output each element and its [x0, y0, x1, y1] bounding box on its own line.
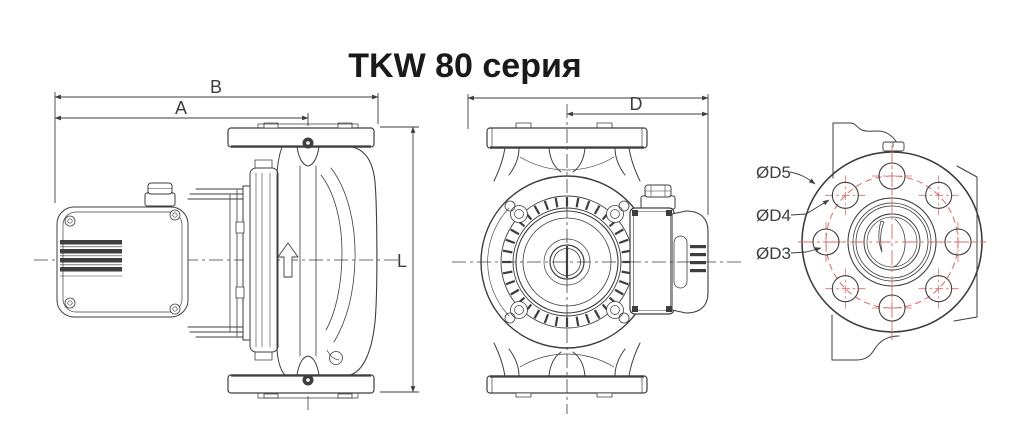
casting-tab	[882, 141, 905, 152]
pump-casing	[276, 146, 378, 376]
dimension-label-b: B	[210, 77, 222, 97]
front-bottom-flange	[486, 375, 648, 398]
bearing-bolts	[504, 200, 630, 324]
dimension-a: A	[54, 98, 309, 126]
drawing-title: TKW 80 серия	[348, 47, 581, 85]
front-view-drawing: D	[452, 94, 744, 414]
side-top-flange	[227, 122, 375, 149]
label-d5: ØD5	[756, 163, 816, 185]
flange-label-d5: ØD5	[756, 163, 791, 182]
dimension-label-d: D	[630, 94, 643, 114]
bolt-holes	[806, 156, 978, 328]
dimension-d: D	[566, 94, 709, 117]
label-d3: ØD3	[756, 244, 822, 263]
housing-silhouette	[831, 122, 978, 361]
side-view-drawing: B A L	[34, 77, 419, 411]
flange-view-drawing: ØD5 ØD4 ØD3	[756, 122, 986, 361]
dimension-label-a: A	[175, 98, 187, 118]
impeller-detail	[878, 218, 906, 268]
dimension-l: L	[380, 126, 419, 393]
flow-direction-arrow	[277, 242, 299, 278]
clamp-ring	[249, 159, 279, 361]
label-d4: ØD4	[756, 199, 830, 225]
dimension-b: B	[54, 77, 379, 203]
end-cap-screws	[64, 209, 181, 315]
support-arms	[493, 147, 641, 377]
side-bottom-flange	[227, 374, 375, 399]
vent-slots	[59, 240, 123, 277]
motor-body	[144, 182, 254, 341]
flange-label-d4: ØD4	[756, 206, 791, 225]
dimension-label-l: L	[397, 251, 407, 271]
terminal-box-gland	[640, 184, 676, 210]
flange-label-d3: ØD3	[756, 244, 791, 263]
terminal-box	[629, 184, 709, 315]
motor-end-cap	[56, 206, 189, 318]
cable-gland	[144, 182, 176, 207]
